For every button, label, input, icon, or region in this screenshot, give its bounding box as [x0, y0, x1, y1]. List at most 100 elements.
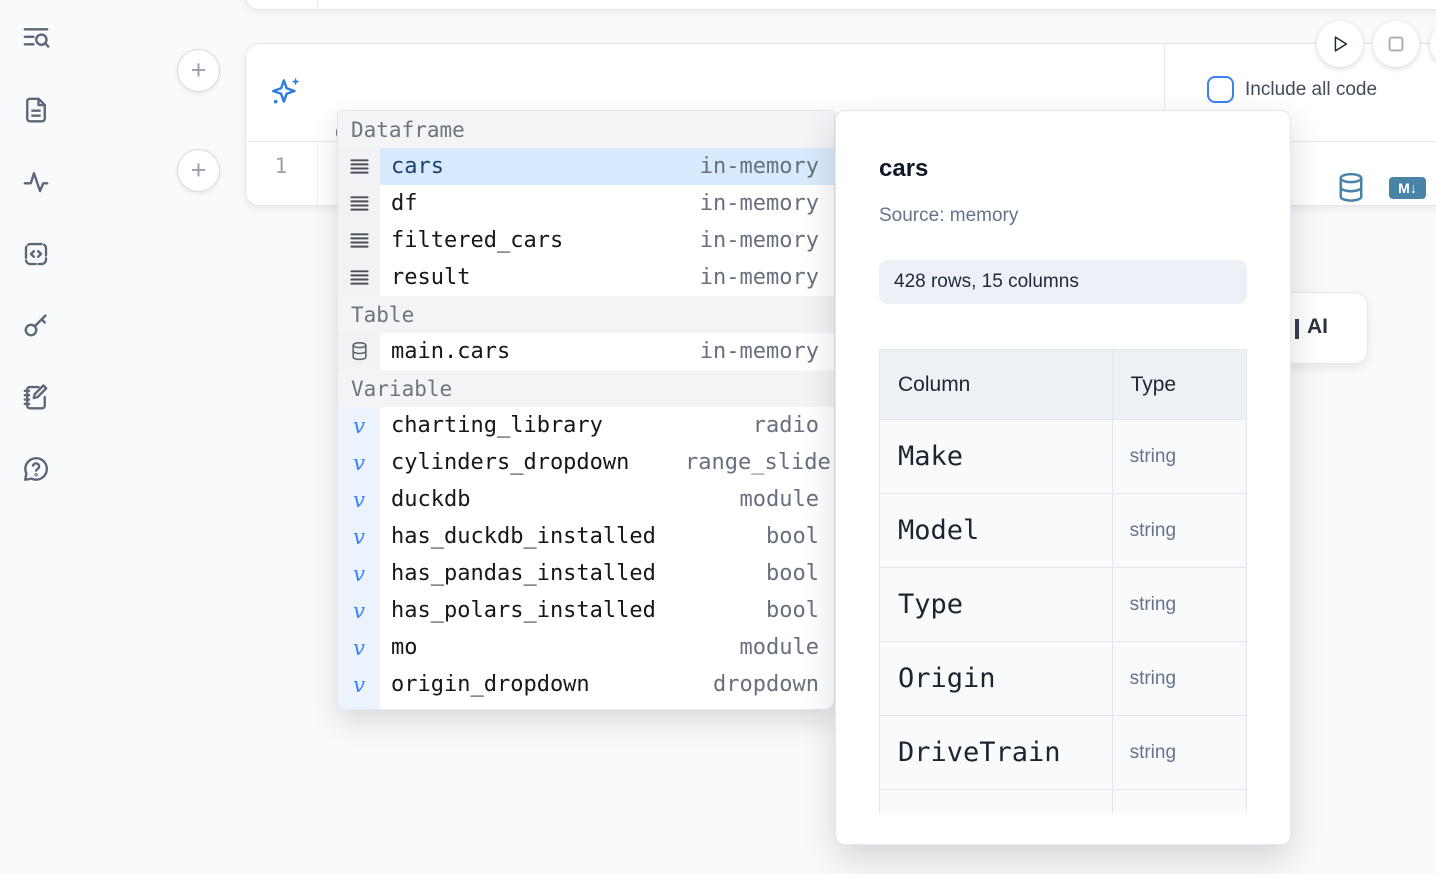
item-name: has_polars_installed: [391, 598, 656, 623]
column-type: string: [1111, 493, 1247, 568]
code-snippets-icon[interactable]: [19, 237, 53, 271]
variable-icon: v: [353, 413, 365, 438]
add-cell-button-top[interactable]: +: [177, 49, 220, 92]
item-meta: in-memory: [699, 191, 819, 216]
item-meta: bool: [766, 561, 819, 586]
autocomplete-item-duckdb[interactable]: v duckdb module: [338, 481, 834, 518]
column-type: string: [1111, 715, 1247, 790]
sparkles-icon: [269, 74, 303, 108]
item-meta: in-memory: [699, 265, 819, 290]
variable-icon: v: [353, 487, 365, 512]
cell-gutter-divider: [317, 0, 318, 9]
stop-button[interactable]: [1373, 21, 1419, 67]
autocomplete-item-charting_library[interactable]: v charting_library radio: [338, 407, 834, 444]
item-name: origin_dropdown: [391, 672, 590, 697]
variable-icon: v: [353, 524, 365, 549]
rows-icon: [349, 196, 369, 211]
autocomplete-item-filtered_cars[interactable]: filtered_cars in-memory: [338, 222, 834, 259]
autocomplete-item-cars[interactable]: cars in-memory: [338, 148, 834, 185]
key-icon[interactable]: [19, 308, 53, 342]
item-meta: radio: [752, 413, 819, 438]
notebook-pen-icon[interactable]: [19, 380, 53, 414]
autocomplete-item-pd[interactable]: vpdmodule: [338, 703, 834, 711]
item-name: result: [391, 265, 471, 290]
variable-icon: v: [353, 598, 365, 623]
item-name: pd: [391, 709, 418, 710]
item-name: cars: [391, 154, 444, 179]
column-name: DriveTrain: [879, 715, 1113, 790]
column-name: Make: [879, 419, 1113, 494]
schema-header-type: Type: [1111, 349, 1247, 420]
item-meta: bool: [766, 598, 819, 623]
variable-icon: v: [353, 710, 365, 711]
autocomplete-section-header: Dataframe: [338, 111, 834, 148]
rows-icon: [349, 159, 369, 174]
item-name: cylinders_dropdown: [391, 450, 630, 475]
item-name: mo: [391, 635, 418, 660]
autocomplete-item-df[interactable]: df in-memory: [338, 185, 834, 222]
markdown-badge[interactable]: M↓: [1389, 177, 1426, 199]
preview-source: Source: memory: [879, 205, 1019, 226]
preview-title: cars: [879, 155, 929, 182]
item-name: has_pandas_installed: [391, 561, 656, 586]
variable-icon: v: [353, 635, 365, 660]
column-type: string: [1111, 567, 1247, 642]
column-name: Model: [879, 493, 1113, 568]
run-cell-button[interactable]: [1317, 21, 1363, 67]
file-text-icon[interactable]: [19, 93, 53, 127]
more-run-button[interactable]: [1430, 21, 1436, 67]
line-number: 1: [274, 154, 288, 178]
item-name: duckdb: [391, 487, 471, 512]
autocomplete-item-has_polars_installed[interactable]: v has_polars_installed bool: [338, 592, 834, 629]
variable-icon: v: [353, 450, 365, 475]
rows-icon: [349, 233, 369, 248]
item-name: df: [391, 191, 418, 216]
play-icon: [1334, 36, 1348, 52]
autocomplete-item-has_pandas_installed[interactable]: v has_pandas_installed bool: [338, 555, 834, 592]
left-sidebar: [0, 0, 72, 874]
ai-button-label: AI: [1307, 315, 1328, 338]
stop-icon: [1388, 36, 1404, 52]
autocomplete-section-header: Variable: [338, 370, 834, 407]
add-cell-button-bottom[interactable]: +: [177, 149, 220, 192]
item-name: filtered_cars: [391, 228, 564, 253]
line-number-divider: [317, 141, 318, 205]
previous-cell: [245, 0, 1436, 10]
table-database-icon: [351, 341, 367, 361]
column-name: Origin: [879, 641, 1113, 716]
autocomplete-item-cylinders_dropdown[interactable]: v cylinders_dropdown range_slider: [338, 444, 834, 481]
include-all-code-checkbox[interactable]: [1207, 76, 1234, 103]
item-meta: in-memory: [699, 228, 819, 253]
item-name: has_duckdb_installed: [391, 524, 656, 549]
item-meta: range_slider: [685, 450, 834, 475]
rows-icon: [349, 270, 369, 285]
schema-header-column: Column: [879, 349, 1113, 420]
activity-icon[interactable]: [19, 165, 53, 199]
item-meta: module: [739, 487, 819, 512]
include-all-code-label: Include all code: [1245, 79, 1378, 100]
column-type: string: [1111, 419, 1247, 494]
item-meta: in-memory: [699, 154, 819, 179]
variable-icon: v: [353, 561, 365, 586]
database-icon[interactable]: [1336, 171, 1366, 204]
column-type: string: [1111, 641, 1247, 716]
item-meta: bool: [766, 524, 819, 549]
clipped-letter-fragment: [1295, 319, 1299, 339]
autocomplete-item-result[interactable]: result in-memory: [338, 259, 834, 296]
list-search-icon[interactable]: [19, 21, 53, 55]
schema-row-partial: [879, 789, 1247, 813]
autocomplete-item-has_duckdb_installed[interactable]: v has_duckdb_installed bool: [338, 518, 834, 555]
help-chat-icon[interactable]: [19, 452, 53, 486]
item-meta: dropdown: [713, 672, 819, 697]
item-name: charting_library: [391, 413, 603, 438]
